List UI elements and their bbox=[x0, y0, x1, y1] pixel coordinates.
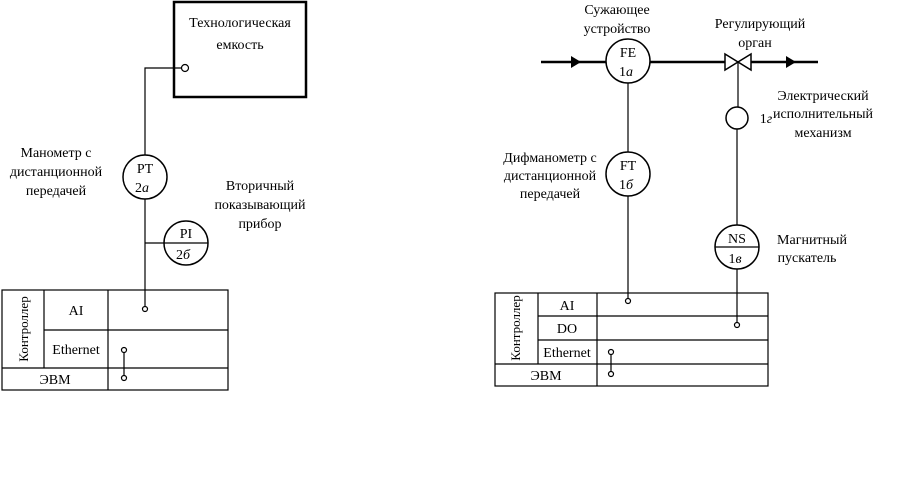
control-valve-left bbox=[724, 52, 740, 72]
restrictor-label-2: устройство bbox=[584, 22, 651, 37]
tank-label-line1: Технологическая bbox=[189, 16, 291, 31]
right-do-label: DO bbox=[557, 322, 577, 337]
secondary-label-3: прибор bbox=[238, 217, 281, 232]
right-controller-label: Контроллер bbox=[508, 295, 523, 360]
actuator-label-1: Электрический bbox=[777, 89, 869, 104]
manometer-label-1: Манометр с bbox=[21, 146, 92, 161]
restrictor-label-1: Сужающее bbox=[584, 3, 649, 18]
pt-number: 2а bbox=[135, 181, 149, 196]
pi-tag: PI bbox=[180, 227, 193, 242]
right-ethernet-label: Ethernet bbox=[543, 346, 591, 361]
flow-arrow-in bbox=[571, 56, 581, 68]
starter-label-2: пускатель bbox=[778, 251, 837, 266]
right-pc-label: ЭВМ bbox=[530, 369, 562, 384]
starter-label-1: Магнитный bbox=[777, 233, 847, 248]
right-do-terminal bbox=[733, 321, 741, 329]
regulator-label-1: Регулирующий bbox=[715, 17, 806, 32]
impulse-line bbox=[144, 67, 183, 155]
secondary-label-1: Вторичный bbox=[226, 179, 295, 194]
fe-tag: FE bbox=[620, 46, 636, 61]
pt-tag: PT bbox=[137, 162, 154, 177]
manometer-label-2: дистанционной bbox=[10, 165, 103, 180]
right-pc-terminal bbox=[607, 370, 615, 378]
right-controller-table bbox=[494, 292, 769, 387]
actuator-label-2: исполнительный bbox=[773, 107, 874, 122]
flow-arrow-out bbox=[786, 56, 796, 68]
process-tank bbox=[172, 0, 308, 99]
difmanometer-label-1: Дифманометр с bbox=[503, 151, 596, 166]
control-valve-right bbox=[736, 52, 752, 72]
electric-actuator bbox=[725, 106, 749, 130]
ft-number: 1б bbox=[619, 178, 634, 193]
ns-number: 1в bbox=[728, 252, 741, 267]
right-ai-terminal bbox=[624, 297, 632, 305]
regulator-label-2: орган bbox=[738, 36, 772, 51]
tank-label-line2: емкость bbox=[216, 38, 263, 53]
pi-number: 2б bbox=[176, 248, 191, 263]
ft-tag: FT bbox=[620, 159, 637, 174]
left-ethernet-label: Ethernet bbox=[52, 343, 100, 358]
difmanometer-label-3: передачей bbox=[520, 187, 581, 202]
secondary-label-2: показывающий bbox=[214, 198, 306, 213]
left-ai-terminal bbox=[141, 305, 149, 313]
difmanometer-label-2: дистанционной bbox=[504, 169, 597, 184]
actuator-label-3: механизм bbox=[794, 126, 851, 141]
left-ethernet-terminal bbox=[120, 346, 128, 354]
manometer-label-3: передачей bbox=[26, 184, 87, 199]
left-pc-label: ЭВМ bbox=[39, 373, 71, 388]
left-ai-label: AI bbox=[69, 304, 84, 319]
left-controller-table bbox=[1, 289, 229, 391]
right-ethernet-terminal bbox=[607, 348, 615, 356]
ns-tag: NS bbox=[728, 232, 746, 247]
fe-number: 1а bbox=[619, 65, 633, 80]
actuator-number: 1г bbox=[760, 112, 773, 127]
left-pc-terminal bbox=[120, 374, 128, 382]
right-ai-label: AI bbox=[560, 299, 575, 314]
tank-tap-point bbox=[180, 63, 190, 73]
left-controller-label: Контроллер bbox=[16, 296, 31, 361]
